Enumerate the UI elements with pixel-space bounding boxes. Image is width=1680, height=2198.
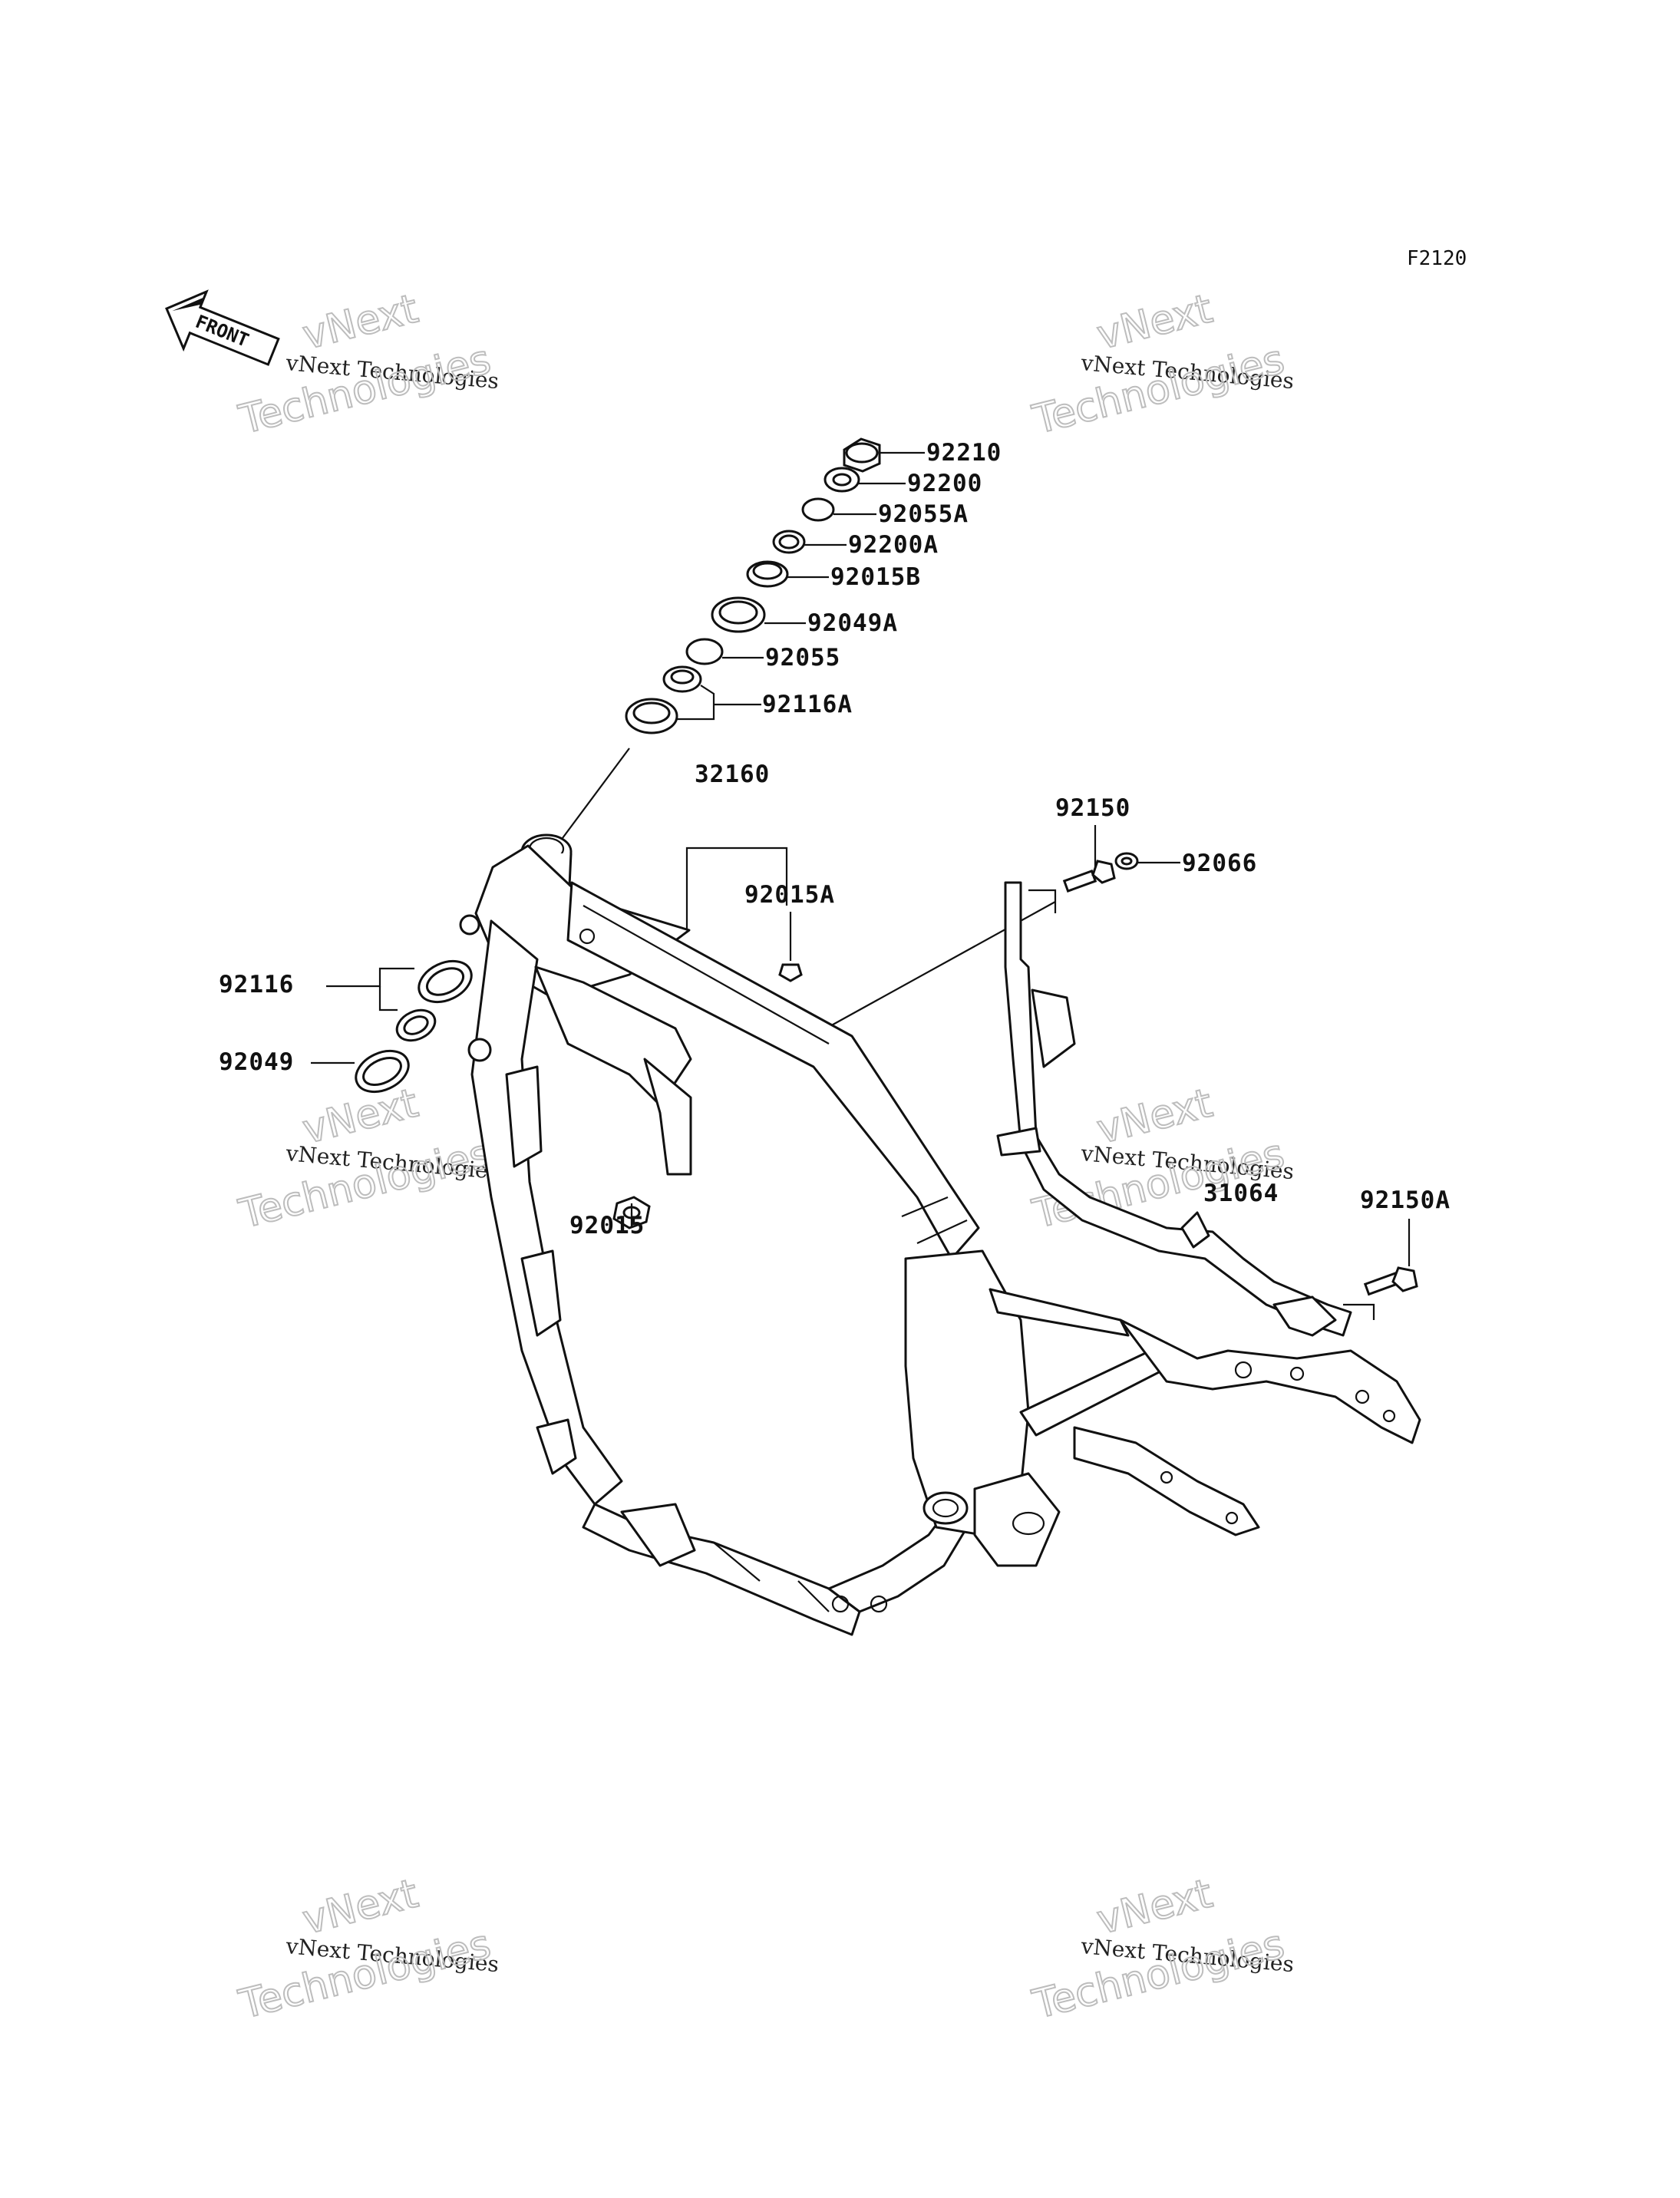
svg-text:vNext: vNext: [1093, 1081, 1217, 1153]
label-92055: 92055: [765, 644, 840, 672]
part-92116A-bearing-lower: [625, 698, 678, 734]
label-92200: 92200: [907, 470, 982, 497]
part-92116-bearing-upper: [418, 959, 473, 1004]
svg-text:vNext: vNext: [299, 286, 423, 359]
part-92150A-bolt: [1363, 1266, 1418, 1296]
svg-text:Technologies: Technologies: [1028, 337, 1289, 444]
svg-text:vNext: vNext: [1093, 286, 1217, 359]
label-92015: 92015: [569, 1212, 645, 1239]
steering-stack: 92210 92200 92055A 92200A 92015B: [559, 437, 1002, 842]
part-92210-nut: [843, 437, 881, 473]
label-92049A: 92049A: [807, 609, 898, 637]
label-92116A: 92116A: [762, 691, 853, 718]
label-92049: 92049: [219, 1048, 294, 1076]
svg-text:Technologies: Technologies: [1028, 1922, 1289, 2028]
watermark-top-right: vNext vNext Technologies Technologies: [1028, 285, 1295, 444]
label-92210: 92210: [926, 439, 1002, 467]
part-92066-washer: [1114, 852, 1139, 870]
label-92200A: 92200A: [848, 531, 939, 559]
part-92015A-nut: [778, 963, 803, 982]
main-frame-32160: [459, 833, 1421, 1636]
part-92200A-lockwasher: [772, 530, 806, 554]
front-arrow-icon: FRONT: [165, 289, 280, 366]
label-31064: 31064: [1203, 1180, 1279, 1207]
svg-text:vNext: vNext: [299, 1081, 423, 1153]
part-92049A-seal: [711, 596, 766, 633]
figure-code: F2120: [1407, 247, 1467, 270]
label-32160: 32160: [695, 761, 770, 788]
svg-text:Technologies: Technologies: [235, 1922, 496, 2028]
part-92049-seal: [355, 1049, 410, 1094]
part-92200-washer: [823, 467, 860, 493]
watermark-mid-left: vNext vNext Technologies Technologies: [234, 1080, 500, 1239]
part-92055-oring: [685, 638, 724, 665]
part-92116A-bearing-upper: [662, 665, 702, 693]
watermark-top-left: vNext vNext Technologies Technologies: [234, 285, 500, 444]
svg-text:vNext: vNext: [299, 1871, 423, 1944]
svg-text:vNext: vNext: [1093, 1871, 1217, 1944]
label-92150A: 92150A: [1360, 1186, 1451, 1214]
label-92150: 92150: [1055, 794, 1130, 822]
label-92015B: 92015B: [830, 563, 921, 591]
part-92015B-locknut: [746, 560, 789, 588]
label-92055A: 92055A: [878, 500, 969, 528]
part-92055A-oring: [801, 497, 835, 522]
label-92116: 92116: [219, 971, 294, 998]
label-92066: 92066: [1182, 850, 1257, 877]
watermark-mid-right: vNext vNext Technologies Technologies: [1028, 1080, 1295, 1239]
watermark-bottom-right: vNext vNext Technologies Technologies: [1028, 1870, 1295, 2029]
watermark-bottom-left: vNext vNext Technologies Technologies: [234, 1870, 500, 2029]
label-92015A: 92015A: [744, 881, 835, 909]
part-92150-bolt: [1062, 860, 1116, 893]
part-92116-bearing-lower: [395, 1008, 437, 1042]
